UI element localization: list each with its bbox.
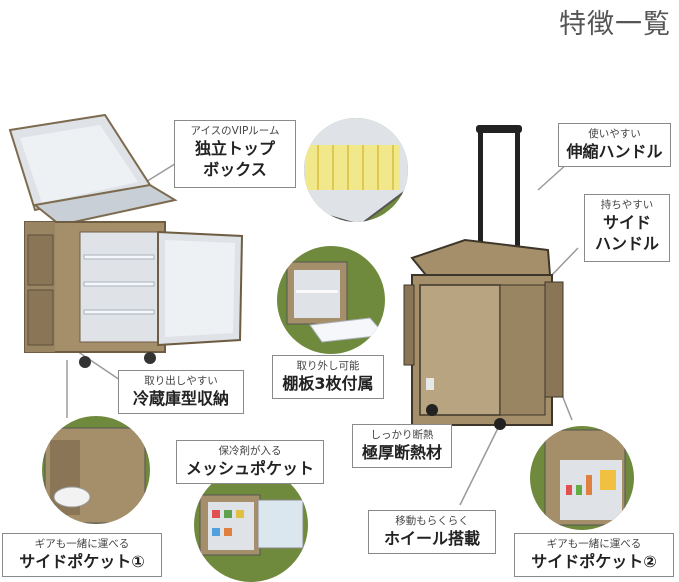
- photo-shelves: [277, 246, 385, 354]
- leader-handle: [537, 162, 569, 191]
- callout-top-box: アイスのVIPルーム 独立トップ ボックス: [174, 120, 296, 188]
- callout-side-pocket-1-title: サイドポケット①: [19, 552, 145, 571]
- photo-top-box: [304, 118, 408, 222]
- callout-side-handle-subtitle: 持ちやすい: [600, 199, 654, 211]
- callout-top-box-subtitle: アイスのVIPルーム: [190, 125, 280, 137]
- callout-mesh-title: メッシュポケット: [185, 459, 314, 478]
- callout-handle-title: 伸縮ハンドル: [566, 142, 663, 161]
- callout-insulation-title: 極厚断熱材: [361, 443, 442, 462]
- callout-side-handle-title-1: サイド: [602, 213, 651, 232]
- photo-side-pocket-1: [42, 416, 150, 524]
- callout-handle-subtitle: 使いやすい: [588, 128, 641, 140]
- callout-side-pocket-2-title: サイドポケット②: [531, 552, 657, 571]
- callout-side-pocket-2-subtitle: ギアも一緒に運べる: [546, 538, 642, 550]
- right-cooler-image: [403, 125, 564, 430]
- page-title: 特徴一覧: [559, 9, 671, 40]
- left-cooler-image: [8, 113, 244, 368]
- callout-fridge-subtitle: 取り出しやすい: [144, 375, 218, 387]
- callout-shelves-subtitle: 取り外し可能: [296, 360, 360, 372]
- callout-top-box-title-1: 独立トップ: [194, 139, 275, 158]
- callout-fridge-title: 冷蔵庫型収納: [132, 389, 229, 408]
- callout-mesh-subtitle: 保冷剤が入る: [218, 445, 282, 457]
- callout-wheels: 移動もらくらく ホイール搭載: [368, 510, 496, 554]
- callout-wheels-title: ホイール搭載: [383, 529, 480, 548]
- callout-side-handle: 持ちやすい サイド ハンドル: [584, 194, 670, 262]
- callout-side-pocket-1-subtitle: ギアも一緒に運べる: [34, 538, 130, 550]
- callout-side-pocket-2: ギアも一緒に運べる サイドポケット②: [514, 533, 674, 577]
- callout-insulation-subtitle: しっかり断熱: [370, 429, 434, 441]
- callout-side-handle-title-2: ハンドル: [594, 234, 659, 253]
- callout-mesh-pocket: 保冷剤が入る メッシュポケット: [176, 440, 324, 484]
- callout-side-pocket-1: ギアも一緒に運べる サイドポケット①: [2, 533, 162, 577]
- callout-shelves-title: 棚板3枚付属: [282, 374, 374, 393]
- photo-side-pocket-2: [530, 426, 634, 530]
- callout-extendable-handle: 使いやすい 伸縮ハンドル: [558, 123, 671, 167]
- leader-side-handle: [551, 247, 579, 276]
- photo-mesh-pocket: [194, 468, 308, 582]
- callout-fridge-storage: 取り出しやすい 冷蔵庫型収納: [118, 370, 244, 414]
- callout-top-box-title-2: ボックス: [203, 160, 267, 179]
- leader-wheel: [459, 423, 501, 506]
- callout-insulation: しっかり断熱 極厚断熱材: [352, 424, 452, 468]
- callout-shelves: 取り外し可能 棚板3枚付属: [272, 355, 384, 399]
- callout-wheels-subtitle: 移動もらくらく: [395, 515, 469, 527]
